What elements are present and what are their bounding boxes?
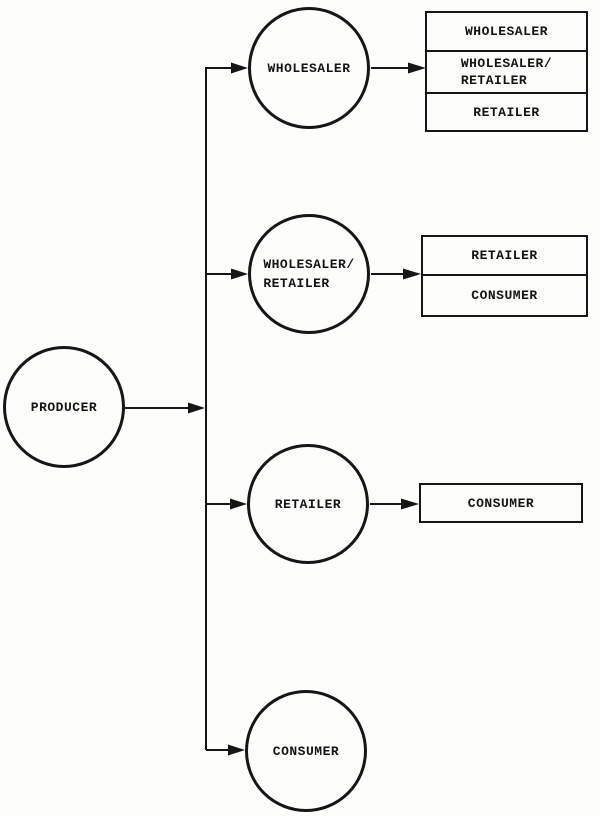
- wholesaler-outputs-row1-label: WHOLESALER: [464, 24, 548, 39]
- producer-arrowhead: [188, 402, 205, 414]
- wholesaler-retailer-outputs-row-retailer: RETAILER: [421, 235, 588, 276]
- wholesaler-retailer-to-stack-arrowhead: [403, 268, 421, 280]
- retailer-outputs-row-consumer: CONSUMER: [419, 483, 583, 523]
- retailer-to-box-arrowhead: [401, 498, 419, 510]
- wholesaler-retailer-label-line1: WHOLESALER/: [263, 257, 355, 272]
- wholesaler-outputs-row2-line2: RETAILER: [460, 73, 528, 88]
- wholesaler-outputs-row2-line1: WHOLESALER/: [460, 56, 553, 71]
- wholesaler-retailer-outputs-row1-label: RETAILER: [471, 248, 538, 263]
- wholesaler-retailer-label: WHOLESALER/RETAILER: [263, 255, 354, 293]
- branch-wholesaler-arrowhead: [231, 62, 248, 74]
- wholesaler-outputs-row-wholesaler: WHOLESALER: [425, 11, 588, 52]
- wholesaler-to-stack-arrowhead: [408, 62, 426, 74]
- wholesaler-retailer-outputs-row-consumer: CONSUMER: [421, 274, 588, 317]
- wholesaler-node: WHOLESALER: [248, 7, 370, 129]
- branch-consumer-arrowhead: [228, 744, 245, 756]
- wholesaler-outputs-row-retailer: RETAILER: [425, 92, 588, 132]
- producer-label: PRODUCER: [30, 399, 98, 415]
- retailer-outputs-row1-label: CONSUMER: [467, 495, 535, 511]
- retailer-outputs-stack: CONSUMER: [419, 483, 583, 523]
- retailer-label: RETAILER: [274, 496, 342, 512]
- wholesaler-retailer-outputs-row2-label: CONSUMER: [471, 288, 538, 303]
- wholesaler-label: WHOLESALER: [267, 60, 351, 76]
- wholesaler-outputs-row-wholesaler-retailer: WHOLESALER/RETAILER: [425, 50, 588, 94]
- wholesaler-retailer-node: WHOLESALER/RETAILER: [248, 214, 370, 334]
- consumer-node: CONSUMER: [245, 690, 367, 812]
- branch-wholesaler-retailer-arrowhead: [231, 268, 248, 280]
- wholesaler-retailer-outputs-stack: RETAILER CONSUMER: [421, 235, 588, 317]
- wholesaler-outputs-row3-label: RETAILER: [473, 104, 540, 120]
- consumer-label: CONSUMER: [272, 743, 340, 759]
- wholesaler-outputs-stack: WHOLESALER WHOLESALER/RETAILER RETAILER: [425, 11, 588, 132]
- branch-retailer-arrowhead: [230, 498, 247, 510]
- wholesaler-outputs-row2-label: WHOLESALER/RETAILER: [461, 55, 552, 89]
- wholesaler-retailer-label-line2: RETAILER: [263, 276, 330, 291]
- producer-node: PRODUCER: [3, 346, 125, 468]
- retailer-node: RETAILER: [247, 444, 369, 564]
